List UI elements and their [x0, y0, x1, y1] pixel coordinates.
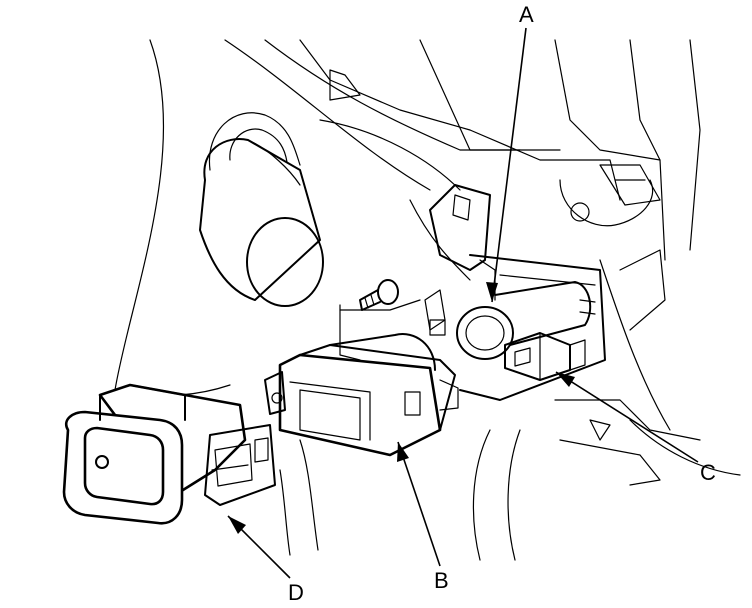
- leader-line-b: [397, 441, 441, 567]
- callout-label-a: A: [519, 2, 534, 27]
- callout-label-b: B: [434, 568, 449, 593]
- leader-line-a: [491, 27, 527, 303]
- connector-c: [504, 332, 586, 381]
- callout-label-c: C: [700, 460, 716, 485]
- callout-label-d: D: [288, 580, 304, 605]
- arrowhead-b: [397, 442, 409, 462]
- connector-a: [456, 281, 596, 360]
- arrowheads: [228, 282, 575, 534]
- column-stalk: [199, 112, 324, 307]
- arrowhead-a: [486, 282, 498, 302]
- vent-duct: [429, 184, 606, 401]
- callout-labels: A C B D: [288, 2, 716, 605]
- arrowhead-c: [556, 372, 575, 387]
- mounting-screw: [359, 279, 399, 311]
- leader-line-c: [555, 371, 699, 463]
- arrowhead-d: [228, 516, 246, 534]
- switch-assembly-d: [62, 383, 276, 525]
- housing-bracket-b: [264, 333, 459, 457]
- dashboard-outline: [114, 39, 741, 561]
